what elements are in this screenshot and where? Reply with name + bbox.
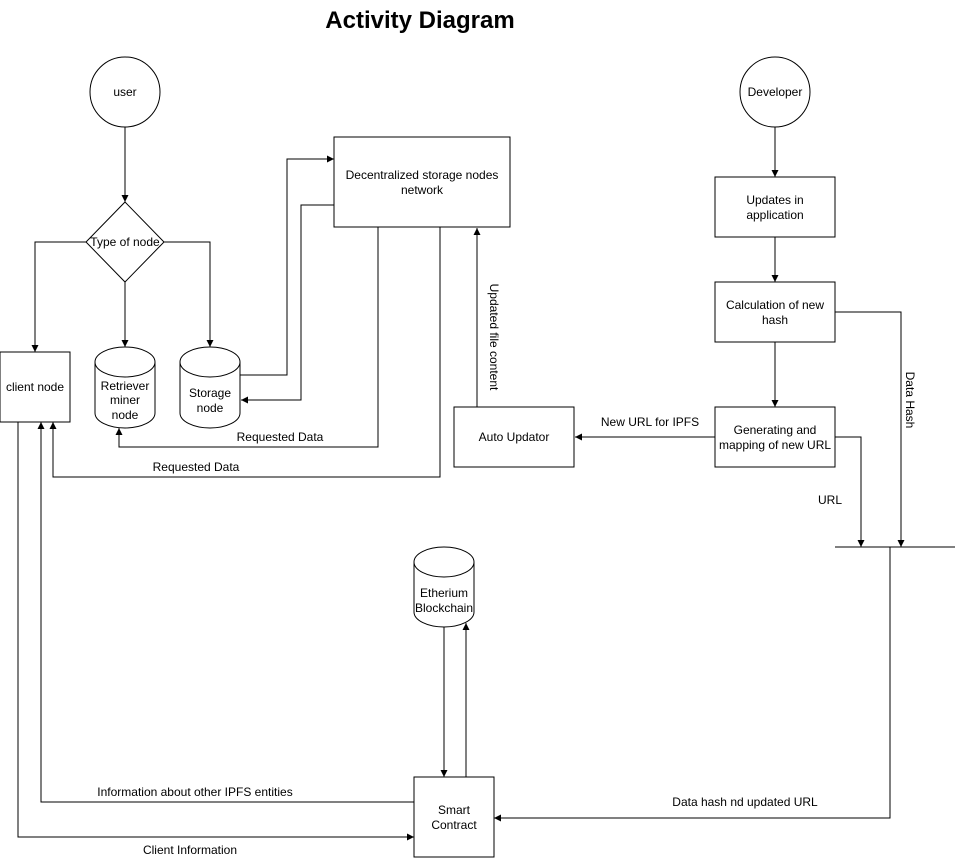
user-node: user bbox=[89, 56, 161, 128]
svg-text:network: network bbox=[401, 183, 444, 197]
edge-dsn-to-storage bbox=[241, 204, 334, 404]
svg-text:Storage: Storage bbox=[189, 386, 231, 400]
svg-text:application: application bbox=[746, 208, 803, 222]
svg-text:client node: client node bbox=[6, 380, 64, 394]
svg-text:Retriever: Retriever bbox=[101, 379, 150, 393]
edge-client-to-contract bbox=[17, 422, 414, 841]
edge-type-to-storage bbox=[164, 241, 214, 347]
auto-updator: Auto Updator bbox=[453, 406, 575, 468]
smart-contract: Smart Contract bbox=[413, 776, 495, 858]
label-new-url-ipfs: New URL for IPFS bbox=[601, 415, 699, 429]
edge-gen-to-join bbox=[835, 436, 865, 547]
svg-text:Generating and: Generating and bbox=[734, 423, 817, 437]
decentralized-storage-network: Decentralized storage nodes network bbox=[333, 136, 511, 228]
edge-calc-to-join bbox=[835, 311, 905, 547]
storage-node: Storage node bbox=[179, 346, 241, 429]
retriever-miner-node: Retriever miner node bbox=[94, 346, 156, 429]
label-requested-data-2: Requested Data bbox=[153, 460, 240, 474]
svg-text:Auto Updator: Auto Updator bbox=[479, 430, 550, 444]
svg-text:Etherium: Etherium bbox=[420, 586, 468, 600]
label-updated-file-content: Updated file content bbox=[487, 284, 501, 391]
label-data-hash: Data Hash bbox=[903, 372, 917, 429]
svg-text:node: node bbox=[197, 401, 224, 415]
edge-dsn-to-client bbox=[49, 227, 441, 478]
edge-type-to-client bbox=[31, 241, 86, 352]
developer-node: Developer bbox=[739, 56, 811, 128]
edges bbox=[17, 127, 955, 841]
svg-text:miner: miner bbox=[110, 393, 140, 407]
svg-text:mapping of new URL: mapping of new URL bbox=[719, 438, 831, 452]
diagram-title: Activity Diagram bbox=[325, 7, 514, 34]
svg-text:Decentralized storage nodes: Decentralized storage nodes bbox=[346, 168, 499, 182]
generating-mapping-new-url: Generating and mapping of new URL bbox=[714, 406, 836, 468]
type-of-node-decision: Type of node bbox=[85, 201, 165, 283]
updates-in-application: Updates in application bbox=[714, 176, 836, 238]
label-requested-data-1: Requested Data bbox=[237, 430, 324, 444]
etherium-blockchain: Etherium Blockchain bbox=[413, 546, 475, 628]
label-data-hash-url: Data hash nd updated URL bbox=[672, 795, 818, 809]
label-url: URL bbox=[818, 493, 842, 507]
label-info-ipfs: Information about other IPFS entities bbox=[97, 785, 292, 799]
client-node: client node bbox=[0, 351, 71, 423]
svg-text:hash: hash bbox=[762, 313, 788, 327]
edge-contract-to-client bbox=[37, 422, 414, 803]
svg-text:node: node bbox=[112, 408, 139, 422]
svg-text:Calculation of new: Calculation of new bbox=[726, 298, 824, 312]
svg-text:Blockchain: Blockchain bbox=[415, 601, 473, 615]
edge-storage-to-dsn bbox=[240, 155, 334, 376]
svg-text:Type of node: Type of node bbox=[90, 235, 160, 249]
svg-text:Updates in: Updates in bbox=[746, 193, 803, 207]
svg-text:Developer: Developer bbox=[748, 85, 803, 99]
svg-text:Smart: Smart bbox=[438, 803, 471, 817]
edge-join-to-contract bbox=[494, 547, 891, 822]
svg-text:user: user bbox=[113, 85, 136, 99]
label-client-info: Client Information bbox=[143, 843, 237, 857]
calculation-of-new-hash: Calculation of new hash bbox=[714, 281, 836, 343]
svg-text:Contract: Contract bbox=[431, 818, 477, 832]
edge-dsn-to-retriever bbox=[115, 227, 379, 448]
